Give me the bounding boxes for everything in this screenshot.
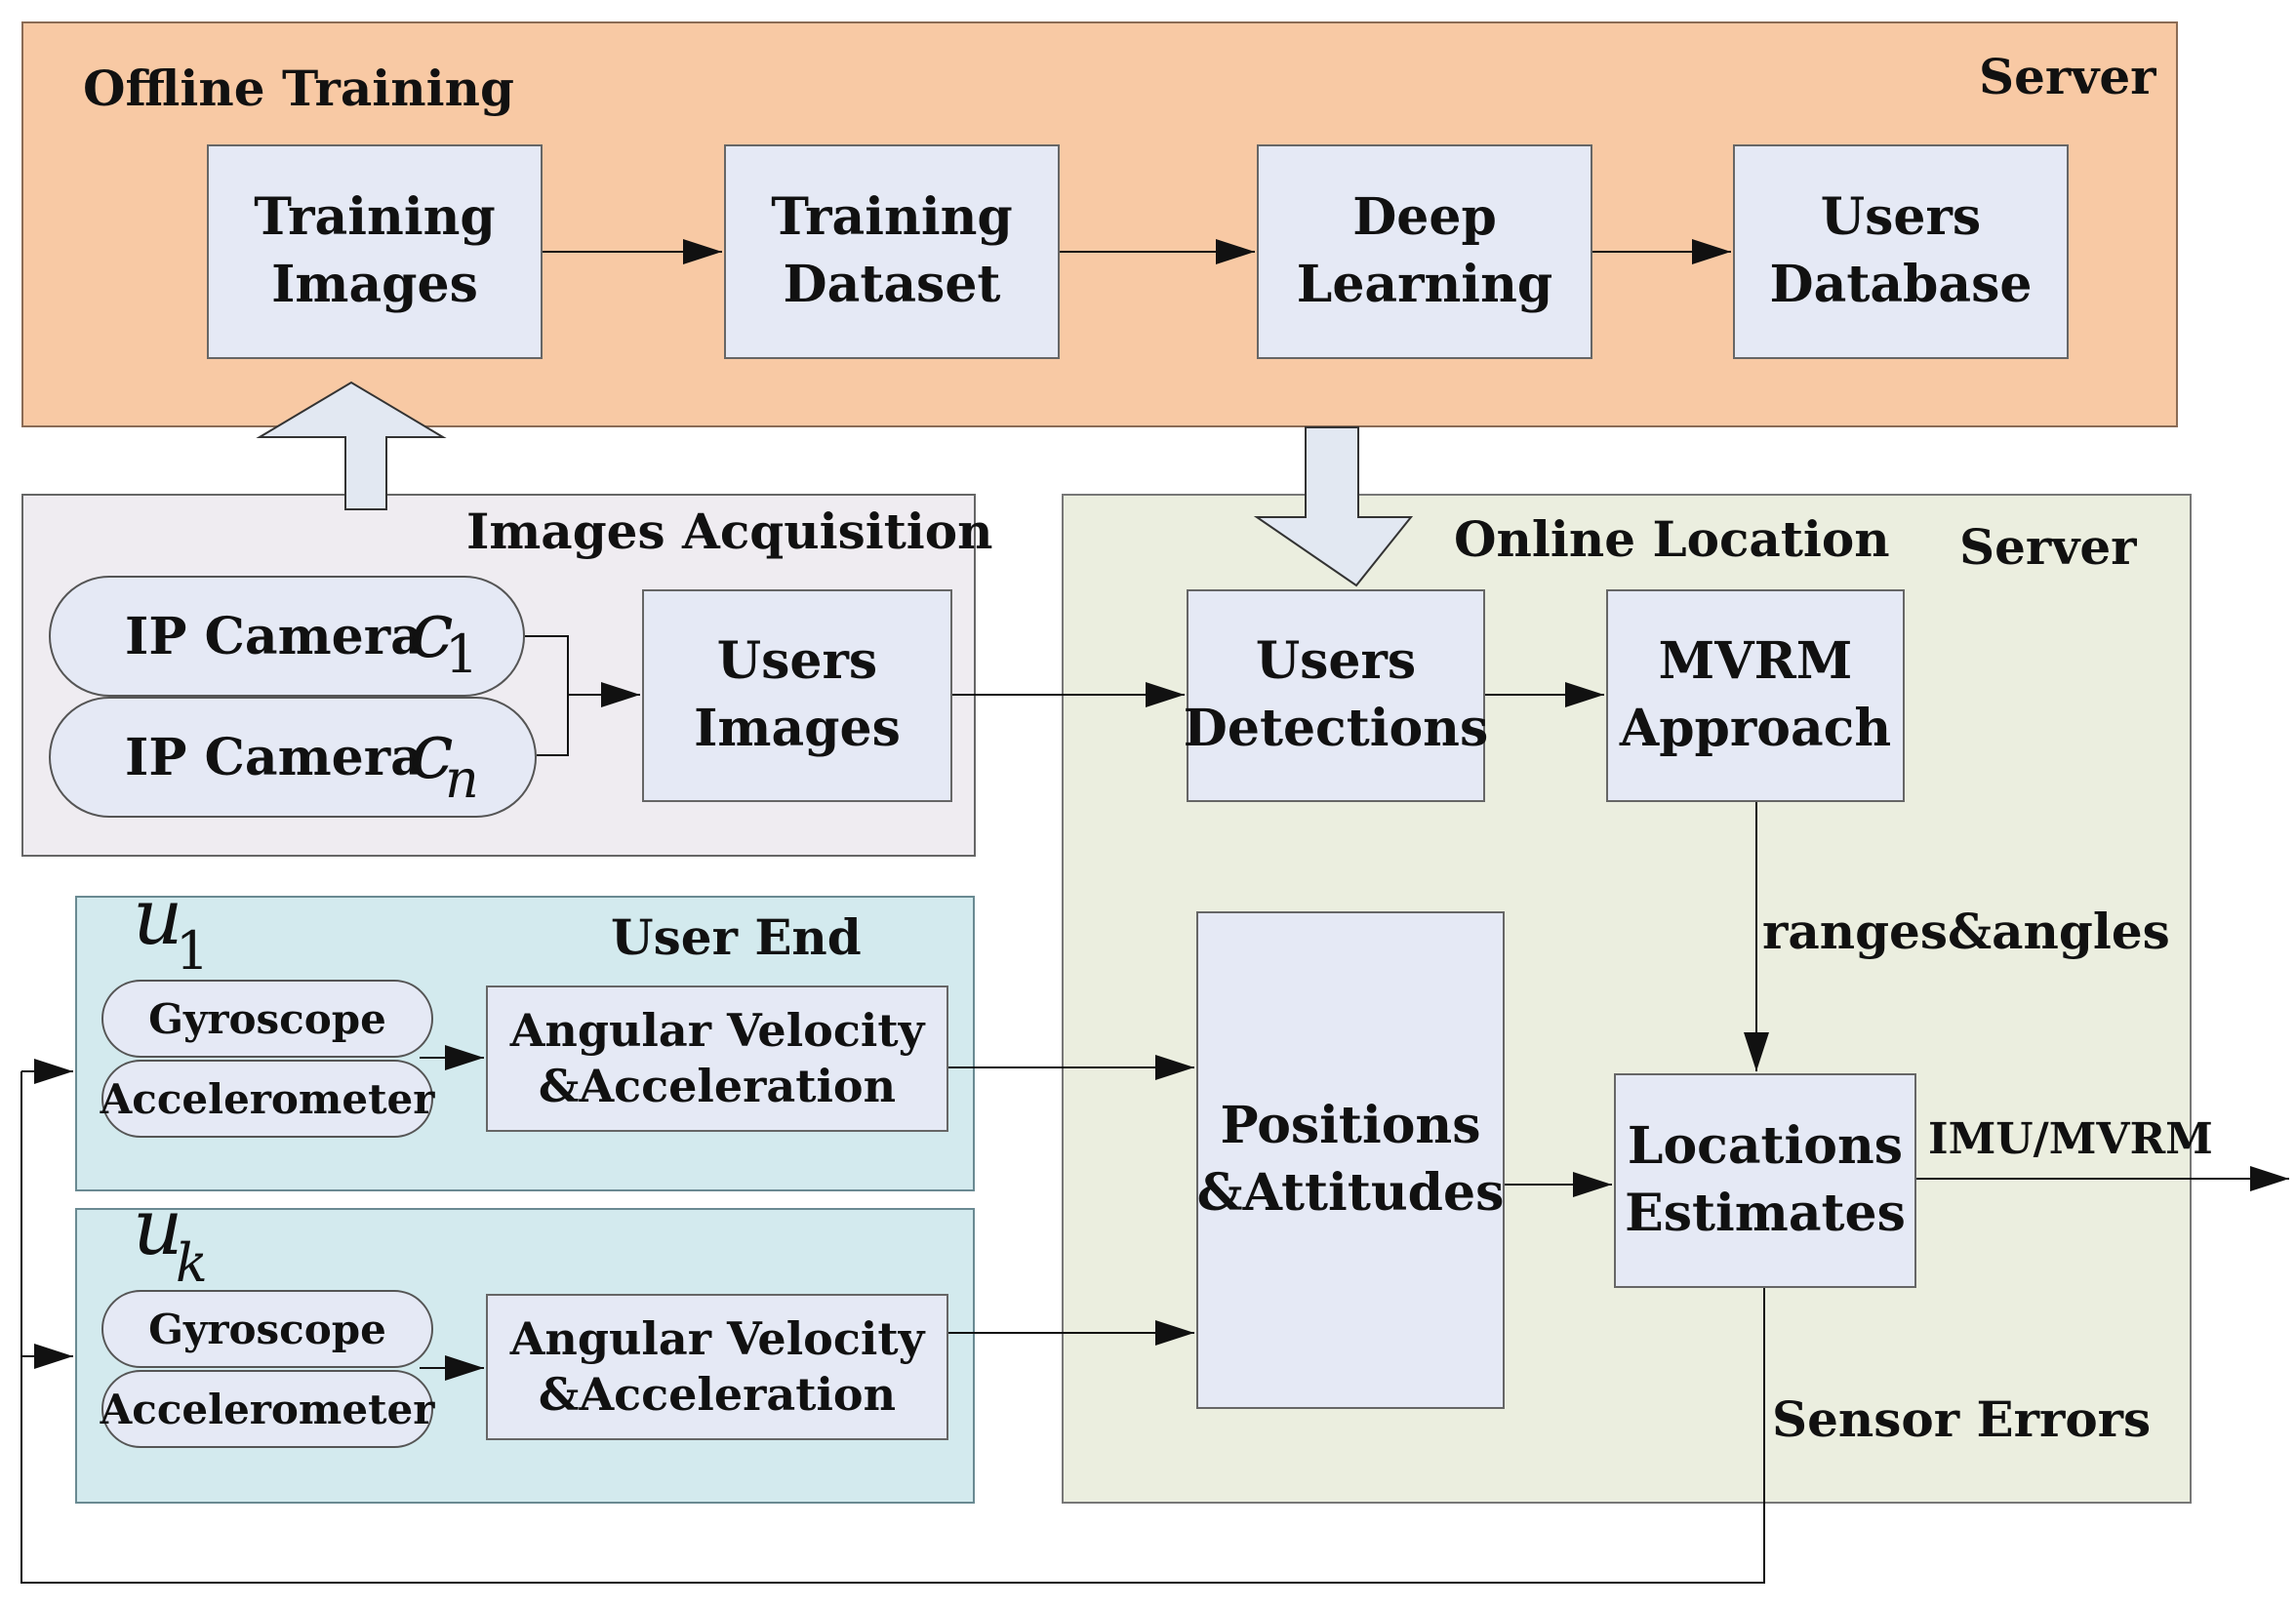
positions-attitudes-box: Positions &Attitudes	[1196, 911, 1505, 1409]
mvrm-approach-box: MVRM Approach	[1606, 589, 1905, 802]
deep-learning-box: Deep Learning	[1257, 144, 1592, 359]
deep-learning-label: Deep Learning	[1296, 187, 1553, 314]
imu-mvrm-label: IMU/MVRM	[1928, 1114, 2213, 1164]
offline-training-title: Offline Training	[83, 60, 514, 117]
sensor-errors-label: Sensor Errors	[1772, 1390, 2152, 1448]
accelerometer-u1: Accelerometer	[100, 1060, 435, 1138]
gyroscope-uk: Gyroscope	[101, 1290, 433, 1368]
online-server-label: Server	[1959, 518, 2137, 576]
gyroscope-u1-label: Gyroscope	[148, 994, 386, 1043]
training-dataset-label: Training Dataset	[771, 187, 1013, 314]
users-database-box: Users Database	[1733, 144, 2069, 359]
users-images-label: Users Images	[694, 631, 901, 758]
ip-camera-c1: IP Camera	[49, 576, 525, 697]
images-acquisition-title: Images Acquisition	[466, 503, 993, 560]
gyroscope-uk-label: Gyroscope	[148, 1305, 386, 1353]
positions-attitudes-label: Positions &Attitudes	[1196, 1096, 1505, 1223]
training-images-label: Training Images	[254, 187, 496, 314]
ip-camera-cn: IP Camera	[49, 697, 537, 818]
ranges-angles-label: ranges&angles	[1762, 903, 2170, 960]
locations-estimates-box: Locations Estimates	[1614, 1073, 1916, 1288]
user-end-title: User End	[611, 908, 862, 966]
training-dataset-box: Training Dataset	[724, 144, 1060, 359]
users-detections-label: Users Detections	[1183, 631, 1489, 758]
angular-velocity-uk-box: Angular Velocity &Acceleration	[486, 1294, 948, 1440]
users-detections-box: Users Detections	[1183, 589, 1489, 802]
ip-camera-c1-label: IP Camera	[125, 606, 423, 666]
accelerometer-uk: Accelerometer	[100, 1370, 435, 1448]
ip-camera-cn-label: IP Camera	[125, 727, 423, 787]
training-images-box: Training Images	[207, 144, 543, 359]
angular-velocity-u1-label: Angular Velocity &Acceleration	[509, 1003, 925, 1113]
angular-velocity-uk-label: Angular Velocity &Acceleration	[509, 1311, 925, 1422]
users-images-box: Users Images	[642, 589, 952, 802]
angular-velocity-u1-box: Angular Velocity &Acceleration	[486, 986, 948, 1132]
accelerometer-u1-label: Accelerometer	[100, 1074, 435, 1123]
online-location-title: Online Location	[1454, 510, 1890, 568]
users-database-label: Users Database	[1769, 187, 2033, 314]
mvrm-approach-label: MVRM Approach	[1619, 631, 1892, 758]
locations-estimates-label: Locations Estimates	[1625, 1116, 1906, 1243]
gyroscope-u1: Gyroscope	[101, 980, 433, 1058]
offline-server-label: Server	[1979, 48, 2156, 105]
accelerometer-uk-label: Accelerometer	[100, 1385, 435, 1433]
